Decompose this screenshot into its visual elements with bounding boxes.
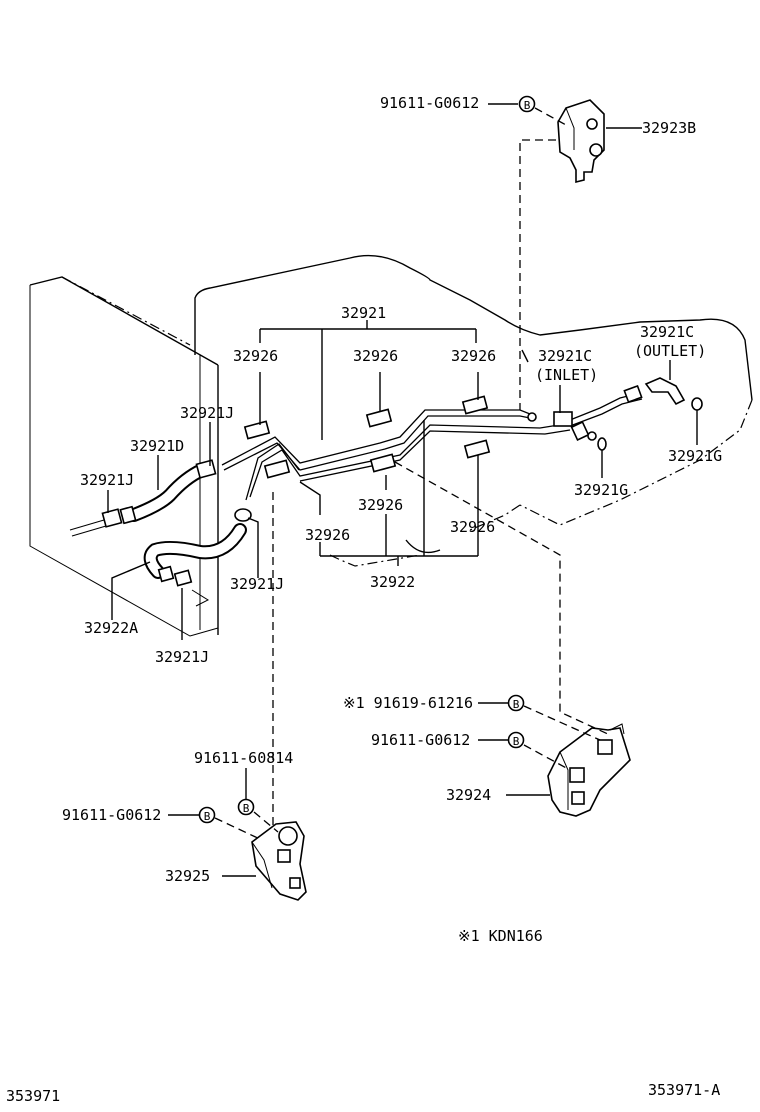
label-32921j-c: 32921J — [230, 575, 284, 593]
label-32921g-b: 32921G — [574, 481, 628, 499]
bracket-32925 — [251, 821, 307, 901]
footer-code-left: 353971 — [6, 1087, 60, 1105]
label-32926-c: 32926 — [451, 347, 496, 365]
label-91611-g0612-top: 91611-G0612 — [380, 94, 479, 112]
cooler-pipes — [221, 377, 703, 501]
label-91619-61216: ※1 91619-61216 — [343, 694, 473, 712]
bolt-b-1: B — [524, 99, 531, 112]
label-91611-g0612-low: 91611-G0612 — [62, 806, 161, 824]
label-32921j-a: 32921J — [180, 404, 234, 422]
bolt-b-2: B — [513, 698, 520, 711]
label-32926-d: 32926 — [358, 496, 403, 514]
label-32921j-b: 32921J — [80, 471, 134, 489]
label-32926-b: 32926 — [353, 347, 398, 365]
bolt-b-3: B — [513, 735, 520, 748]
label-32922a: 32922A — [84, 619, 138, 637]
label-32921j-d: 32921J — [155, 648, 209, 666]
label-32921d: 32921D — [130, 437, 184, 455]
bracket-32924 — [547, 723, 631, 817]
footer-code-right: 353971-A — [648, 1081, 720, 1099]
label-32925: 32925 — [165, 867, 210, 885]
label-32921: 32921 — [341, 304, 386, 322]
label-32926-a: 32926 — [233, 347, 278, 365]
bracket-32923B — [557, 99, 605, 184]
leader-lines — [107, 103, 698, 877]
radiator-outline — [29, 276, 219, 637]
label-91611-g0612-mid: 91611-G0612 — [371, 731, 470, 749]
label-32922: 32922 — [370, 573, 415, 591]
label-32923b: 32923B — [642, 119, 696, 137]
part-labels: 91611-G0612 32923B 32921 32926 32926 329… — [6, 94, 722, 1105]
label-32926-f: 32926 — [450, 518, 495, 536]
label-outlet: (OUTLET) — [634, 342, 706, 360]
label-32921c-inlet: 32921C — [538, 347, 592, 365]
bolt-symbols: B B B B B — [198, 95, 536, 824]
label-32921c-outlet: 32921C — [640, 323, 694, 341]
label-32926-e: 32926 — [305, 526, 350, 544]
bolt-b-5: B — [204, 810, 211, 823]
label-91611-60814: 91611-60814 — [194, 749, 293, 767]
label-32921g-a: 32921G — [668, 447, 722, 465]
rubber-hoses — [69, 459, 252, 607]
label-32924: 32924 — [446, 786, 491, 804]
bolt-b-4: B — [243, 802, 250, 815]
engine-outline — [194, 254, 753, 567]
pipe-clamps — [243, 395, 491, 479]
label-inlet: (INLET) — [535, 366, 598, 384]
note-kdn166: ※1 KDN166 — [458, 927, 543, 945]
